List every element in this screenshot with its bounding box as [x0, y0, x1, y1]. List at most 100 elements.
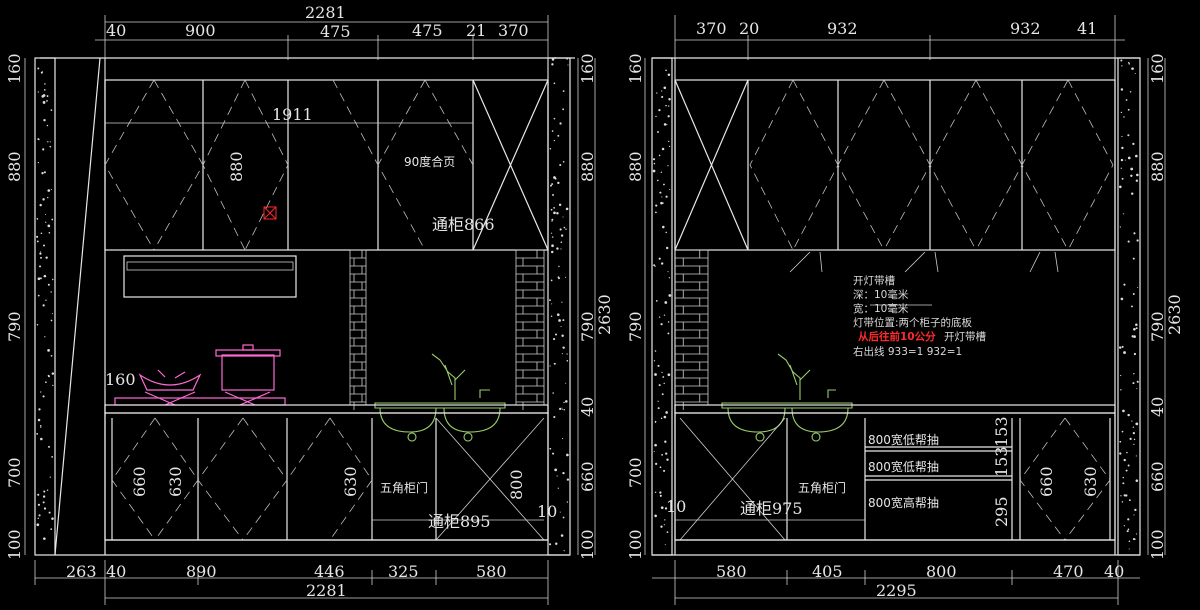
hatch-dot — [1135, 179, 1139, 182]
hatch-dot — [39, 203, 42, 207]
hatch-dot — [1125, 469, 1128, 472]
hatch-dot — [1121, 177, 1124, 180]
hatch-dot — [664, 519, 666, 521]
brick-course — [350, 313, 366, 322]
dim-label: 630 — [166, 466, 185, 497]
hatch-dot — [1134, 508, 1137, 512]
left-annotations: 1911 880 90度合页 通柜866 160 660 630 630 五角柜… — [105, 105, 557, 531]
right-side-dimensions: 160 880 790 700 100 160 880 790 40 660 1… — [626, 53, 1184, 560]
hatch-dot — [40, 437, 43, 441]
brick-course — [516, 313, 544, 322]
brick-course — [675, 249, 708, 258]
hatch-dot — [1122, 213, 1124, 215]
hatch-dot — [43, 118, 46, 122]
hatch-dot — [49, 145, 52, 148]
side-panel-line — [54, 57, 101, 556]
hatch-dot — [668, 277, 671, 279]
hatch-dot — [1132, 142, 1135, 145]
hatch-dot — [50, 319, 53, 322]
hatch-dot — [37, 91, 39, 93]
hatch-dot — [43, 507, 47, 510]
hatch-dot — [661, 90, 663, 92]
left-wall — [34, 57, 56, 556]
brick-course — [675, 289, 708, 298]
dim-label: 660 — [1037, 466, 1056, 497]
hatch-dot — [1133, 443, 1135, 445]
hatch-dot — [555, 333, 558, 336]
hatch-dot — [48, 445, 50, 448]
hatch-dot — [36, 235, 39, 238]
right-annotations: 10 通柜975 五角柜门 800宽低帮抽 800宽低帮抽 800宽高帮抽 15… — [666, 416, 1100, 527]
dim-label: 932 — [827, 19, 858, 38]
hatch-dot — [654, 420, 657, 423]
hatch-dot — [556, 247, 559, 250]
hatch-dot — [653, 264, 656, 267]
dim-label: 880 — [626, 151, 645, 182]
hatch-dot — [46, 124, 49, 127]
note-line: 右出线 933=1 932=1 — [853, 345, 962, 358]
hatch-dot — [660, 525, 663, 528]
hatch-dot — [47, 349, 50, 352]
brick-course — [675, 321, 708, 330]
brick-course — [675, 353, 708, 362]
hatch-dot — [560, 534, 564, 537]
hatch-dot — [1133, 232, 1136, 235]
hatch-dot — [560, 326, 562, 328]
dim-label: 700 — [626, 457, 645, 488]
brick-course — [516, 281, 544, 290]
hatch-dot — [551, 130, 554, 132]
dim-label: 800 — [926, 562, 957, 581]
brick-course — [516, 369, 544, 378]
hatch-dot — [46, 489, 49, 491]
hatch-dot — [562, 216, 564, 218]
hatch-dot — [660, 262, 664, 265]
hatch-dot — [653, 450, 655, 452]
hatch-dot — [42, 101, 46, 104]
left-wall — [651, 57, 673, 556]
hatch-dot — [52, 278, 54, 281]
hatch-dot — [561, 334, 564, 337]
hatch-dot — [562, 346, 565, 349]
hatch-dot — [1121, 345, 1124, 348]
hatch-dot — [566, 353, 568, 355]
brick-course — [350, 377, 366, 386]
brick-column — [515, 249, 545, 410]
hatch-dot — [37, 67, 40, 70]
brick-course — [675, 345, 708, 354]
dim-label: 890 — [186, 562, 217, 581]
hatch-dot — [1129, 437, 1132, 441]
hatch-dot — [47, 141, 49, 143]
hatch-dot — [551, 58, 555, 61]
hatch-dot — [556, 475, 558, 477]
hatch-dot — [565, 382, 567, 384]
hatch-dot — [1129, 91, 1132, 93]
dim-label: 630 — [1081, 466, 1100, 497]
drawer-label: 800宽低帮抽 — [868, 459, 939, 474]
hatch-dot — [40, 251, 42, 253]
hatch-dot — [47, 283, 50, 286]
hatch-dot — [1119, 440, 1122, 443]
hatch-dot — [1132, 538, 1136, 541]
hatch-dot — [664, 440, 667, 443]
hatch-dot — [661, 95, 664, 99]
brick-course — [675, 273, 708, 282]
dim-label: 580 — [716, 562, 747, 581]
brick-course — [350, 289, 366, 298]
hatch-dot — [558, 319, 561, 322]
hatch-dot — [667, 271, 669, 273]
hatch-dot — [551, 244, 554, 248]
hatch-dot — [664, 301, 668, 304]
dim-label: 932 — [1010, 19, 1041, 38]
hatch-dot — [668, 97, 671, 101]
hatch-dot — [43, 275, 45, 278]
hatch-dot — [654, 491, 657, 493]
brick-course — [675, 393, 708, 402]
dim-label: 630 — [341, 466, 360, 497]
hatch-dot — [49, 476, 51, 478]
dim-label: 100 — [5, 529, 24, 560]
hatch-dot — [562, 471, 565, 475]
hatch-dot — [1123, 283, 1126, 286]
dim-label: 153 — [992, 416, 1011, 447]
dim-label: 21 — [466, 21, 486, 40]
hatch-dot — [561, 301, 563, 303]
